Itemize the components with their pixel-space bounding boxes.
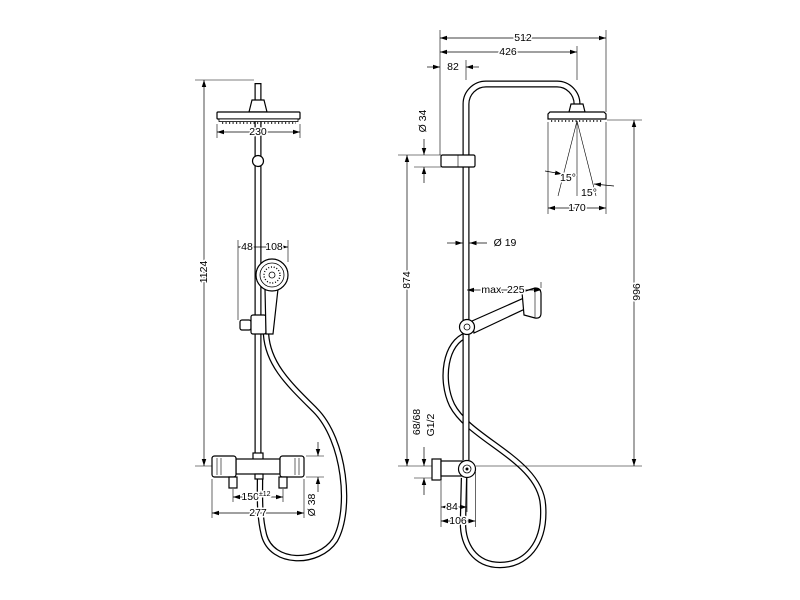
riser-slider-ball — [251, 154, 265, 168]
shower-head-connector — [568, 103, 586, 113]
hand-shower-holder-lever — [239, 319, 252, 331]
dim-label-head-height: 996 — [631, 283, 643, 301]
dim-label-connection-spacing: 68/68 — [411, 409, 423, 435]
dim-label-inlet-spacing: 150±12 — [241, 491, 270, 504]
dim-label-head-width: 230 — [249, 126, 267, 138]
dimension-arrow — [593, 182, 615, 187]
hand-shower-nozzle-ring — [263, 266, 281, 284]
thermostat-body — [235, 458, 281, 475]
dim-label-knob-depth: 106 — [449, 515, 467, 527]
dim-label-spray-angle-right: 15° — [581, 187, 597, 199]
hose-inner — [443, 333, 546, 568]
dim-label-head-diameter: 170 — [568, 202, 586, 214]
hand-shower-holder — [250, 314, 267, 335]
dim-label-thermostat-diameter: Ø 38 — [306, 493, 318, 516]
dim-label-riser-diameter: Ø 19 — [494, 237, 517, 249]
side-view: 15° 15° 512 426 82 Ø 34 — [398, 30, 645, 569]
dim-label-thermostat-width: 277 — [249, 507, 267, 519]
wall-connection-left — [228, 476, 238, 489]
hand-shower-holder-hub — [463, 323, 471, 331]
dim-label-hand-shower-diameter: 108 — [265, 241, 283, 253]
overhead-shower-face — [218, 118, 299, 122]
dim-label-hand-shower-reach: max. 225 — [481, 284, 524, 296]
dim-label-holder-offset: 48 — [241, 241, 253, 253]
hand-shower-center — [268, 271, 276, 279]
dim-label-head-projection: 426 — [499, 46, 517, 58]
hose-inner — [257, 333, 347, 561]
dim-label-thermostat-depth: 84 — [446, 501, 458, 513]
front-view: 230 1124 48 108 150±12 277 Ø 38 — [195, 79, 348, 562]
thermostat-right-knob — [279, 455, 305, 478]
spray-ray-left — [557, 120, 578, 197]
shower-head-connector — [248, 99, 268, 113]
dim-label-bracket-diameter: Ø 34 — [417, 109, 429, 132]
dim-label-overall-projection: 512 — [514, 32, 532, 44]
wall-connection — [431, 458, 442, 481]
inlet-spacing-value: 150 — [241, 491, 259, 503]
dim-label-connection-thread: G1/2 — [425, 413, 437, 436]
riser-and-arm-inner — [463, 81, 580, 460]
wall-connection-right — [278, 476, 288, 489]
inlet-spacing-tolerance: ±12 — [259, 491, 271, 498]
hand-shower-head — [521, 287, 542, 319]
dim-label-overall-height: 1124 — [198, 261, 210, 284]
dim-label-bracket-height: 874 — [401, 271, 413, 289]
thermostat-left-knob — [211, 455, 237, 478]
dim-label-spray-angle-left: 15° — [560, 172, 576, 184]
overhead-shower-plate — [216, 111, 301, 120]
overhead-shower-plate — [547, 111, 607, 120]
thermostat-outlet — [254, 473, 264, 480]
dim-label-riser-wall-distance: 82 — [447, 61, 459, 73]
thermostat-knob-center — [465, 467, 469, 471]
spray-ray-right — [576, 120, 597, 197]
